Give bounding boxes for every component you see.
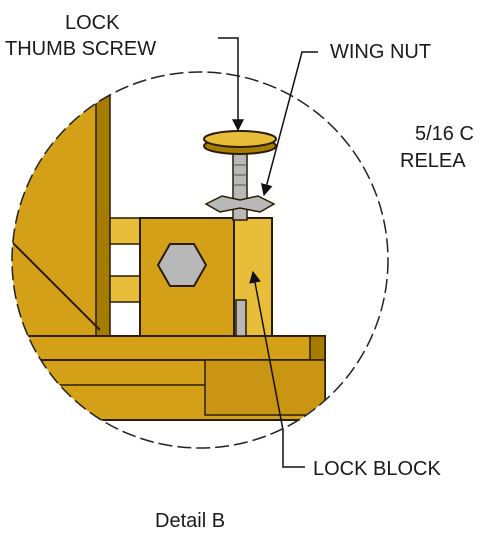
base-rail-end-cap [309,335,326,361]
base-rail-upper [12,335,326,361]
lock-block-body [139,217,235,337]
screw-lower-shank [235,299,247,337]
right-step-block [204,359,326,416]
lock-block-leader [249,270,305,468]
assembly-drawing [12,79,326,421]
left-frame-bevel [95,79,111,341]
detail-caption: Detail B [155,510,225,532]
label-partial-upper: 5/16 C [415,123,474,145]
spacer-top [109,217,143,245]
label-thumb-screw: THUMB SCREW [5,38,156,60]
wing-nut [204,195,276,213]
wing-nut-leader [260,51,318,197]
label-wing-nut: WING NUT [330,41,431,63]
thumb-screw-knob-top [203,130,277,148]
left-frame-diagonal [12,229,101,331]
lock-thumb-screw-leader [218,37,244,132]
hex-bolt-head [156,243,208,287]
label-lock-block: LOCK BLOCK [313,458,441,480]
detail-circle [11,71,389,449]
label-lock: LOCK [65,12,120,34]
label-partial-lower: RELEA [400,150,466,172]
left-frame-post [12,79,109,341]
spacer-middle [109,275,143,303]
